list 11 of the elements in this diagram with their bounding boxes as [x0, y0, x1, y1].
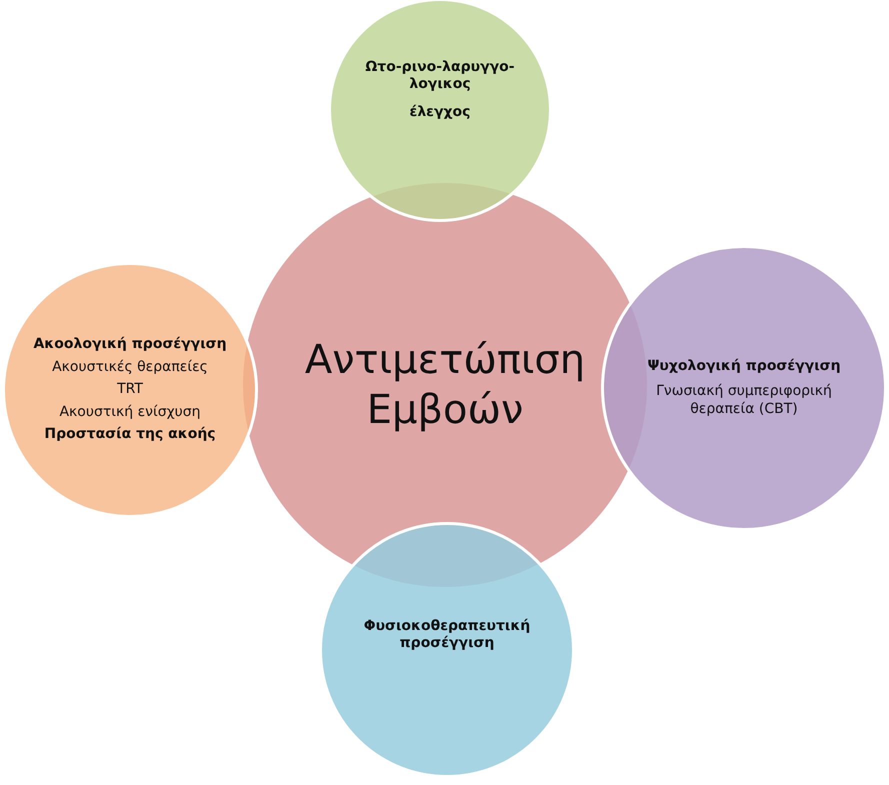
item-text: TRT — [117, 381, 143, 399]
heading-text: έλεγχος — [410, 104, 470, 122]
item-text: Ακουστικές θεραπείες — [52, 358, 208, 376]
item-text: Ακουστική ενίσχυση — [59, 404, 201, 422]
heading-text: Ακοολογική προσέγγιση — [33, 336, 227, 354]
heading-text: Φυσιοκοθεραπευτική προσέγγιση — [362, 618, 532, 652]
heading-text: Προστασία της ακοής — [44, 426, 216, 444]
heading-text: Ψυχολογική προσέγγιση — [647, 358, 841, 376]
heading-text: Ωτο-ρινο-λαρυγγο-λογικος — [364, 58, 516, 94]
center-title: Αντιμετώπιση Εμβοών — [304, 336, 586, 435]
item-text: Γνωσιακή συμπεριφορική θεραπεία (CBT) — [655, 383, 833, 418]
